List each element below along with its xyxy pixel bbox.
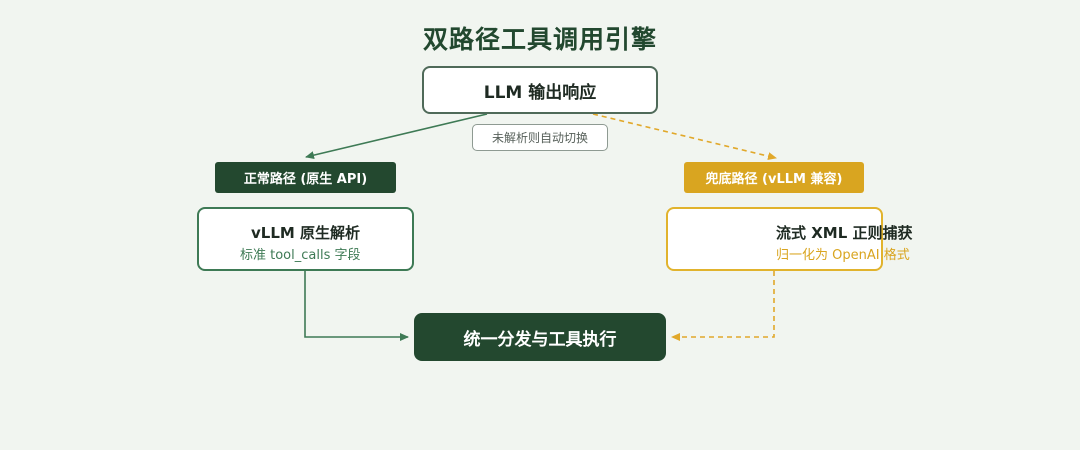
native-parse-title: vLLM 原生解析 [251, 224, 361, 242]
normal-path-label: 正常路径 (原生 API) [215, 162, 396, 193]
native-parse-node: vLLM 原生解析 标准 tool_calls 字段 [197, 207, 414, 271]
arrow-native-to-dispatch [304, 271, 409, 341]
llm-output-node: LLM 输出响应 [422, 66, 658, 114]
fallback-path-label: 兜底路径 (vLLM 兼容) [684, 162, 864, 193]
native-parse-subtitle: 标准 tool_calls 字段 [240, 248, 361, 263]
diagram-title: 双路径工具调用引擎 [422, 25, 657, 54]
arrow-regex-to-dispatch [671, 271, 775, 341]
regex-capture-title: 流式 XML 正则捕获 [776, 224, 913, 242]
regex-capture-subtitle: 归一化为 OpenAI 格式 [776, 248, 910, 263]
arrow-to-normal-path [305, 113, 488, 160]
regex-capture-node: 流式 XML 正则捕获 归一化为 OpenAI 格式 [666, 207, 913, 271]
dispatch-node: 统一分发与工具执行 [414, 313, 666, 361]
auto-switch-note: 未解析则自动切换 [472, 124, 608, 151]
arrow-to-fallback-path [592, 113, 777, 161]
